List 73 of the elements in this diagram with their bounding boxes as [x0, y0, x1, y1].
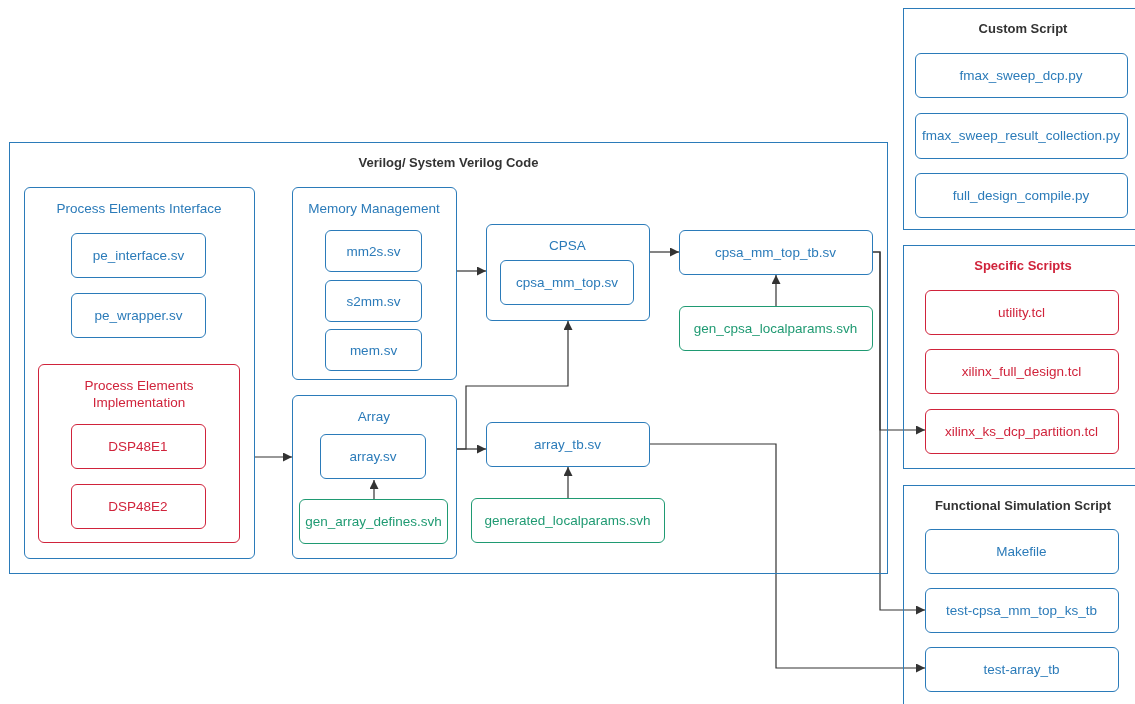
file-name: xilinx_full_design.tcl [960, 363, 1083, 379]
file-name: mem.sv [348, 342, 399, 358]
file-name: gen_cpsa_localparams.svh [692, 320, 859, 336]
group-title: Process Elements Interface [55, 199, 223, 217]
file-box [485, 421, 650, 467]
arrow [872, 251, 926, 615]
group-title: Process Elements Implementation [83, 377, 195, 411]
file-name: cpsa_mm_top_tb.sv [714, 244, 837, 260]
file-box [70, 423, 206, 469]
file-name: full_design_compile.py [951, 187, 1091, 203]
file-name: array.sv [348, 449, 398, 464]
file-box [320, 434, 426, 479]
file-box [924, 289, 1119, 335]
panel-title: Specific Scripts [973, 258, 1073, 273]
file-box [325, 329, 422, 371]
arrow [456, 444, 487, 454]
panel-title: Functional Simulation Script [933, 498, 1113, 513]
arrow [254, 452, 293, 462]
file-box [924, 408, 1119, 454]
file-name: DSP48E1 [107, 438, 169, 454]
file-box [924, 646, 1119, 692]
panel [903, 8, 1135, 230]
file-box [470, 497, 665, 543]
arrow [649, 443, 926, 673]
file-name: array_tb.sv [533, 436, 602, 452]
file-name: pe_interface.sv [91, 248, 186, 263]
file-name: fmax_sweep_dcp.py [958, 67, 1084, 83]
group-box [23, 186, 255, 559]
file-name: test-array_tb [982, 661, 1061, 677]
file-name: s2mm.sv [345, 293, 402, 309]
file-name: fmax_sweep_result_collection.py [920, 128, 1122, 143]
file-name: DSP48E2 [107, 498, 169, 514]
arrow [563, 466, 573, 499]
file-box [924, 587, 1119, 633]
file-box [325, 280, 422, 322]
file-box [500, 260, 634, 305]
file-name: Makefile [995, 543, 1048, 559]
file-name: pe_wrapper.sv [93, 308, 184, 323]
file-box [914, 172, 1128, 218]
file-box [678, 229, 873, 275]
file-box [70, 483, 206, 529]
file-box [924, 528, 1119, 574]
panel [903, 485, 1135, 704]
file-box [71, 233, 206, 278]
arrow [369, 479, 379, 501]
file-box [914, 52, 1128, 98]
group-box [485, 223, 650, 321]
panel-title: Custom Script [977, 21, 1069, 36]
file-name: test-cpsa_mm_top_ks_tb [945, 602, 1098, 618]
file-name: xilinx_ks_dcp_partition.tcl [943, 423, 1100, 439]
file-box [914, 112, 1128, 159]
group-box [38, 364, 240, 543]
panel [9, 142, 888, 574]
file-name: cpsa_mm_top.sv [514, 275, 619, 290]
arrow [771, 274, 781, 307]
file-box [678, 305, 873, 351]
panel-title: Verilog/ System Verilog Code [357, 155, 540, 170]
file-box [299, 499, 448, 544]
file-box [924, 348, 1119, 394]
panel [903, 245, 1135, 469]
arrow [649, 247, 680, 257]
group-title: CPSA [548, 236, 587, 254]
file-box [71, 293, 206, 338]
file-name: gen_array_defines.svh [304, 514, 443, 529]
group-box [291, 186, 457, 380]
group-title: Memory Management [307, 199, 441, 217]
arrow [456, 266, 487, 276]
file-name: mm2s.sv [345, 243, 402, 259]
group-title: Array [356, 407, 392, 425]
group-box [291, 394, 457, 559]
file-box [325, 230, 422, 272]
file-name: utility.tcl [997, 304, 1046, 320]
file-name: generated_localparams.svh [483, 512, 652, 528]
